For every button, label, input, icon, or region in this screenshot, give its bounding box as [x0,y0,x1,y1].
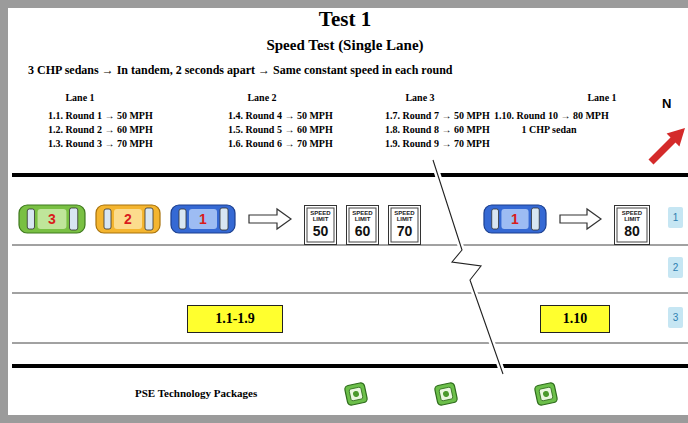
range-label: 1.1-1.9 [215,311,255,326]
north-arrow-head [667,128,685,146]
lane-line [12,293,688,294]
north-label: N [662,97,671,112]
lane-header: Lane 2 [247,92,276,104]
car-body [19,205,85,233]
round-item: 1.5. Round 5 → 60 MPH [228,124,333,136]
lane-number-box: 3 [668,307,683,328]
break-gap [433,160,503,374]
car-number: 1 [511,212,519,226]
car-number: 2 [124,212,132,226]
technology-icons [344,382,558,406]
diagram-title: Test 1 [319,7,371,31]
sedan-car: 3 [18,203,86,235]
hollow-arrow [249,209,291,229]
round-item: 1.10. Round 10 → 80 MPH [494,110,609,122]
round-item: 1.1. Round 1 → 50 MPH [48,110,153,122]
speed-limit-sign: SPEED LIMIT 60 [346,205,379,245]
lane-number: 2 [673,263,679,273]
round-item: 1.8. Round 8 → 60 MPH [385,124,490,136]
sedan-car: 1 [170,203,236,235]
rear-window [27,209,34,229]
speed-limit-sign: SPEED LIMIT 80 [614,205,650,245]
lane-line [12,343,688,344]
break-line [433,160,503,374]
speed-limit-sign: SPEED LIMIT 50 [304,205,337,245]
icon-lens [352,390,359,397]
packages-label: PSE Technology Packages [135,387,257,400]
frame-top [0,0,688,8]
package-icon [534,382,558,406]
car-roof [114,209,142,229]
speed-value: 70 [397,224,413,239]
icon-face [439,387,453,401]
icon-lens [542,390,549,397]
sedan-car: 1 [483,203,547,235]
windshield [145,208,153,230]
speed-value: 80 [624,224,640,239]
north-arrow [651,128,685,162]
car-body [484,205,546,233]
hollow-arrow [560,209,601,229]
north-arrow-shaft [651,139,674,162]
speed-value: 60 [355,224,371,239]
round-item: 1.9. Round 9 → 70 MPH [385,138,490,150]
break-stroke [433,160,503,374]
icon-body [534,382,558,406]
icon-face [539,387,553,401]
car-body [171,205,235,233]
sign-heading: SPEED LIMIT [618,210,646,222]
speed-value: 50 [313,224,329,239]
car-number: 3 [48,212,56,226]
rear-window [492,209,499,229]
car-roof [189,209,217,229]
round-item: 1.3. Round 3 → 70 MPH [48,138,153,150]
road-edge [12,173,688,177]
lane-number: 3 [673,313,679,323]
package-icon [434,382,458,406]
icon-body [434,382,458,406]
subtitle: Speed Test (Single Lane) [266,37,423,54]
round-item: 1.2. Round 2 → 60 MPH [48,124,153,136]
range-label: 1.10 [563,311,588,326]
rear-window [104,209,111,229]
lane-number-box: 2 [668,257,683,278]
windshield [531,208,539,230]
test-range-box: 1.1-1.9 [187,305,283,333]
package-icon [344,382,368,406]
test-description: 3 CHP sedans → In tandem, 2 seconds apar… [28,64,453,78]
lane-number: 1 [673,213,679,223]
car-number: 1 [199,212,207,226]
lane-header: Lane 3 [405,92,434,104]
road [12,173,688,368]
road-edge [12,364,688,368]
windshield [220,208,228,230]
frame-left [0,0,8,423]
sign-heading: SPEED LIMIT [392,210,417,222]
round-item: 1.4. Round 4 → 50 MPH [228,110,333,122]
frame-bottom [0,415,688,423]
icon-face [349,387,363,401]
round-item: 1.6. Round 6 → 70 MPH [228,138,333,150]
lane-header: Lane 1 [587,92,616,104]
car-roof [501,209,528,229]
sedan-car: 2 [95,203,161,235]
lane-number-box: 1 [668,207,683,228]
windshield [70,208,78,230]
sign-heading: SPEED LIMIT [308,210,333,222]
speed-limit-sign: SPEED LIMIT 70 [388,205,421,245]
car-body [96,205,160,233]
round-item: 1.7. Round 7 → 50 MPH [385,110,490,122]
sign-heading: SPEED LIMIT [350,210,375,222]
icon-lens [442,390,449,397]
rear-window [179,209,186,229]
test-range-box: 1.10 [540,305,610,333]
car-roof [38,209,67,229]
round-note: 1 CHP sedan [521,124,576,136]
icon-body [344,382,368,406]
lane-header: Lane 1 [65,92,94,104]
